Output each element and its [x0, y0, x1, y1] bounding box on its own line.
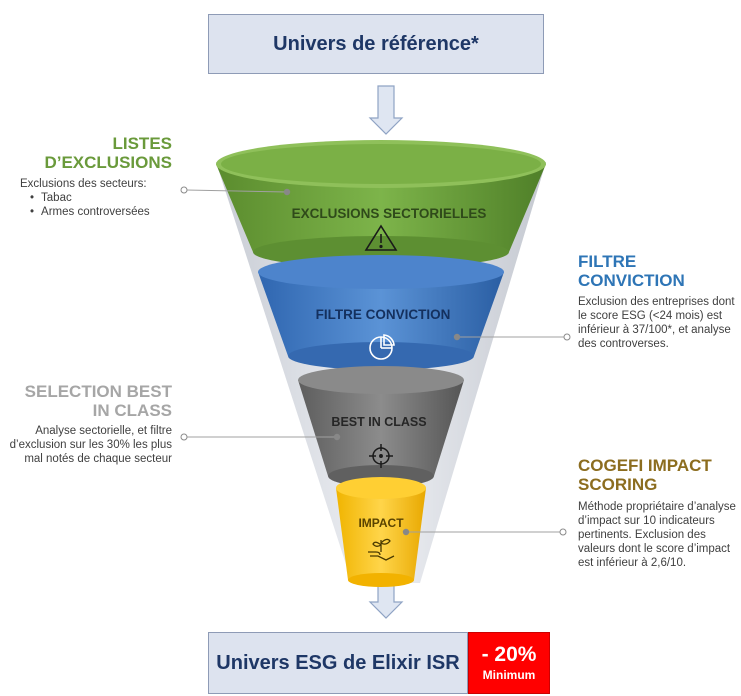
down-arrow-bottom — [368, 584, 404, 619]
leader-line-conviction — [453, 333, 571, 341]
funnel-layer-impact — [336, 477, 426, 587]
annotation-exclusions-desc: Exclusions des secteurs: — [20, 178, 147, 190]
funnel-layer-best-in-class — [298, 366, 464, 487]
reduction-minimum-label: Minimum — [482, 668, 536, 682]
layer-label-exclusions: EXCLUSIONS SECTORIELLES — [292, 206, 487, 221]
reduction-percent: - 20% — [481, 643, 537, 666]
annotation-exclusions-list: Tabac Armes controversées — [20, 191, 172, 219]
esg-universe-box: Univers ESG de Elixir ISR — [208, 632, 468, 694]
annotation-best-in-class-title: SELECTION BEST IN CLASS — [24, 382, 172, 420]
warning-icon — [364, 224, 398, 251]
annotation-conviction-desc: Exclusion des entreprises dont le score … — [578, 296, 735, 350]
annotation-exclusions-title: LISTES D’EXCLUSIONS — [44, 134, 172, 172]
annotation-conviction-title: FILTRE CONVICTION — [578, 252, 685, 290]
annotation-conviction: FILTRE CONVICTION Exclusion des entrepri… — [578, 252, 738, 351]
leader-line-exclusions — [180, 186, 291, 196]
layer-label-conviction: FILTRE CONVICTION — [316, 307, 451, 322]
down-arrow-top — [368, 85, 404, 135]
annotation-best-in-class-desc: Analyse sectorielle, et filtre d’exclusi… — [9, 425, 172, 465]
layer-label-best-in-class: BEST IN CLASS — [331, 415, 426, 429]
funnel-layer-exclusions — [216, 140, 546, 268]
annotation-impact-title: COGEFI IMPACT SCORING — [578, 456, 712, 494]
target-icon — [369, 444, 393, 468]
annotation-best-in-class: SELECTION BEST IN CLASS Analyse sectorie… — [8, 382, 172, 466]
leader-line-best-in-class — [180, 433, 341, 441]
funnel-layer-conviction — [258, 255, 504, 370]
annotation-exclusions: LISTES D’EXCLUSIONS Exclusions des secte… — [20, 134, 172, 219]
reference-universe-label: Univers de référence* — [273, 32, 479, 55]
reduction-badge: - 20% Minimum — [468, 632, 550, 694]
annotation-impact: COGEFI IMPACT SCORING Méthode propriétai… — [578, 456, 738, 570]
layer-label-impact: IMPACT — [358, 516, 404, 530]
esg-universe-label: Univers ESG de Elixir ISR — [216, 651, 460, 674]
plant-hand-icon — [368, 538, 395, 561]
leader-line-impact — [402, 528, 567, 536]
exclusion-item-tabac: Tabac — [30, 191, 172, 205]
reference-universe-box: Univers de référence* — [208, 14, 544, 74]
annotation-impact-desc: Méthode propriétaire d’analyse d’impact … — [578, 501, 736, 569]
pie-chart-icon — [369, 334, 395, 360]
exclusion-item-armes: Armes controversées — [30, 205, 172, 219]
